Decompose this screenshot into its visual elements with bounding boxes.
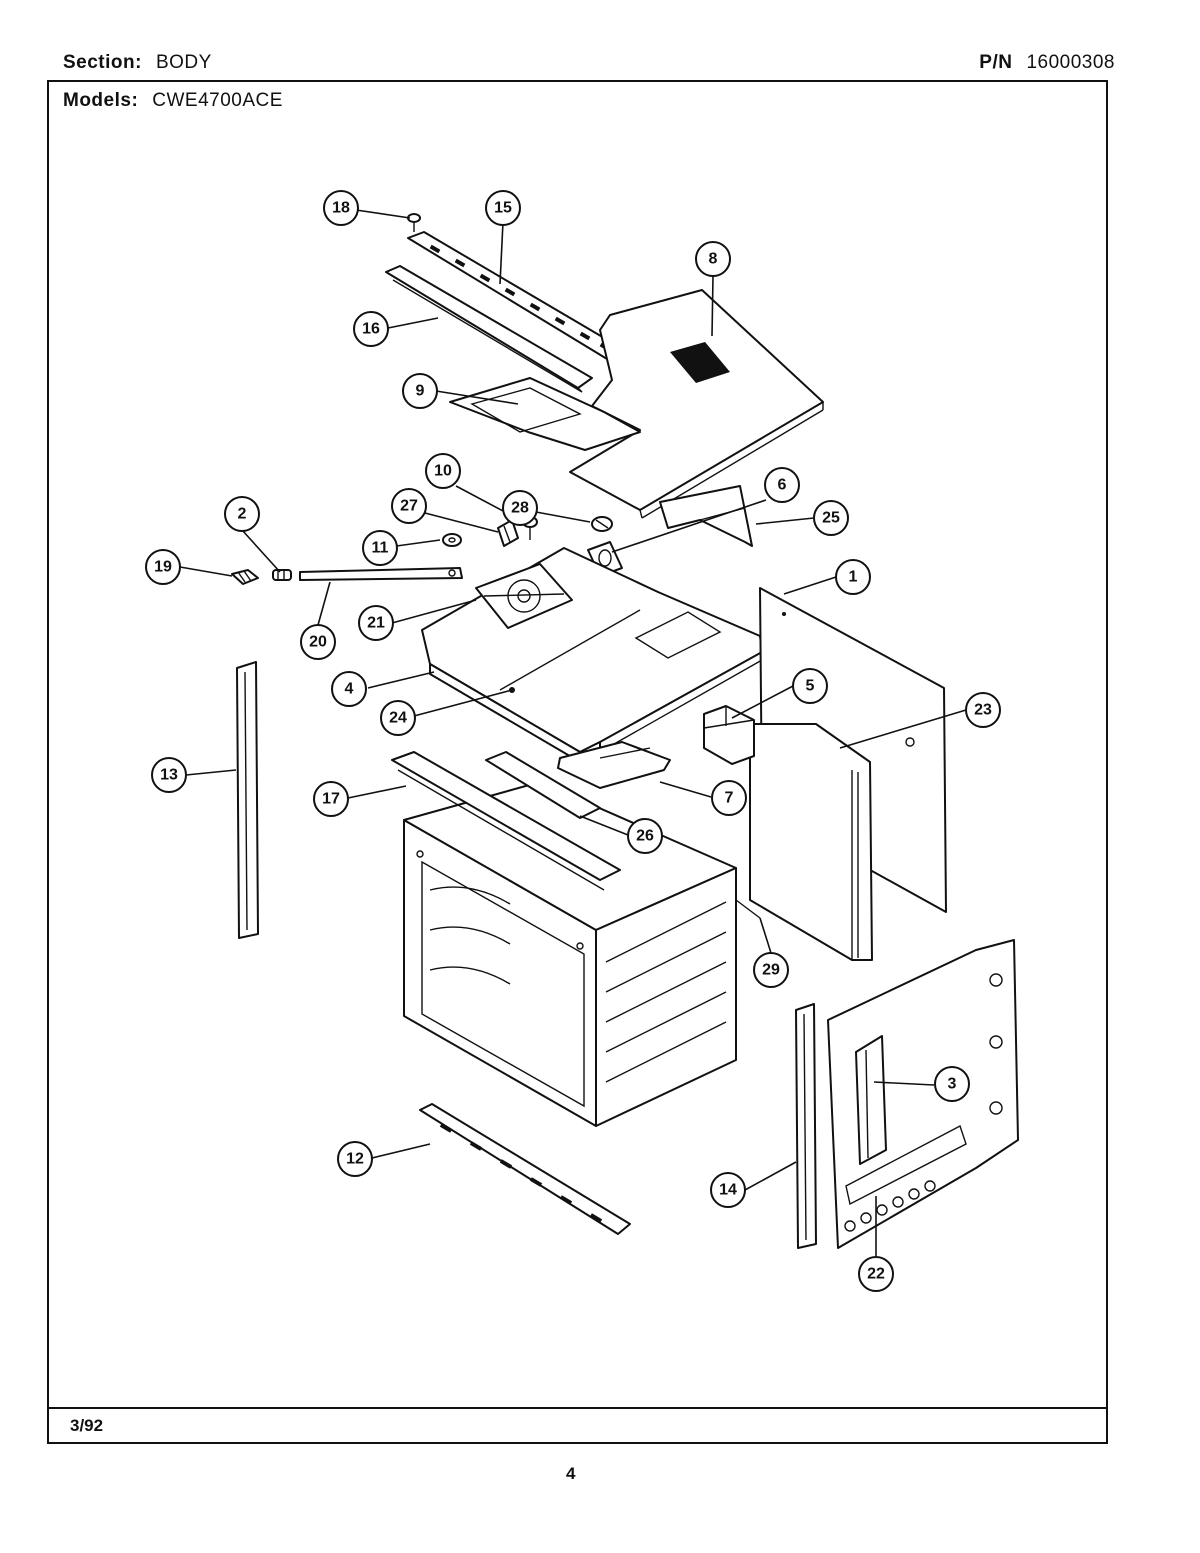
svg-text:29: 29: [762, 962, 780, 979]
svg-text:3: 3: [948, 1076, 957, 1093]
svg-text:26: 26: [636, 828, 654, 845]
part-8-top-panel: [569, 289, 824, 519]
svg-text:13: 13: [160, 767, 178, 784]
callout-15: 15: [485, 190, 521, 226]
part-27-clip: [497, 519, 519, 547]
svg-text:5: 5: [806, 678, 815, 695]
svg-text:23: 23: [974, 702, 992, 719]
part-25-bracket: [659, 485, 753, 547]
svg-text:4: 4: [345, 681, 354, 698]
svg-text:1: 1: [849, 569, 858, 586]
callout-27: 27: [391, 488, 427, 524]
section-label: Section:: [63, 52, 142, 73]
part-11-washer: [442, 533, 462, 547]
callout-10: 10: [425, 453, 461, 489]
part-20-shaft: [299, 567, 463, 581]
callout-21: 21: [358, 605, 394, 641]
callout-13: 13: [151, 757, 187, 793]
callout-8: 8: [695, 241, 731, 277]
callout-25: 25: [813, 500, 849, 536]
callout-bubbles: 18 15 8 16 9 10 28 27 6 25 2 11 19 1 21 …: [145, 190, 1001, 1292]
svg-text:28: 28: [511, 500, 529, 517]
callout-5: 5: [792, 668, 828, 704]
revision-date: 3/92: [70, 1416, 104, 1435]
pn-label: P/N: [979, 52, 1013, 73]
svg-text:21: 21: [367, 615, 385, 632]
part-23-insulation-panel: [749, 723, 873, 961]
svg-text:16: 16: [362, 321, 380, 338]
callout-1: 1: [835, 559, 871, 595]
callout-18: 18: [323, 190, 359, 226]
part-14-side-trim: [795, 1003, 817, 1249]
svg-text:22: 22: [867, 1266, 885, 1283]
part-3-bracket: [855, 1035, 887, 1165]
part-7-bracket: [557, 741, 671, 789]
svg-text:2: 2: [238, 506, 247, 523]
part-13-side-trim: [236, 661, 259, 939]
svg-text:27: 27: [400, 498, 418, 515]
callout-9: 9: [402, 373, 438, 409]
footer-divider: [47, 1407, 1108, 1409]
page-number: 4: [566, 1464, 576, 1483]
svg-text:14: 14: [719, 1182, 737, 1199]
part-12-bottom-trim: [419, 1103, 631, 1235]
part-28-terminal: [591, 516, 613, 532]
callout-2: 2: [224, 496, 260, 532]
models-value: CWE4700ACE: [152, 90, 283, 111]
oven-cavity: [403, 781, 737, 1127]
svg-text:6: 6: [778, 477, 787, 494]
svg-text:18: 18: [332, 200, 350, 217]
callout-12: 12: [337, 1141, 373, 1177]
callout-28: 28: [502, 490, 538, 526]
part-22-side-bracket-panel: [827, 939, 1019, 1249]
section-value: BODY: [155, 52, 212, 73]
svg-text:25: 25: [822, 510, 840, 527]
callout-14: 14: [710, 1172, 746, 1208]
callout-11: 11: [362, 530, 398, 566]
svg-text:17: 17: [322, 791, 340, 808]
part-5-terminal-block: [703, 705, 755, 765]
callout-29: 29: [753, 952, 789, 988]
callout-22: 22: [858, 1256, 894, 1292]
part-26-bracket: [485, 751, 601, 819]
svg-text:15: 15: [494, 200, 512, 217]
part-19-knob: [231, 569, 259, 585]
callout-7: 7: [711, 780, 747, 816]
callout-26: 26: [627, 818, 663, 854]
section-heading: Section: BODY: [63, 52, 212, 74]
svg-text:10: 10: [434, 463, 452, 480]
diagram-frame: [47, 80, 1108, 1444]
models-label: Models:: [63, 90, 139, 111]
callout-16: 16: [353, 311, 389, 347]
svg-text:7: 7: [725, 790, 734, 807]
pn-value: 16000308: [1026, 52, 1115, 73]
svg-text:20: 20: [309, 634, 327, 651]
part-17-front-frame-top: [391, 751, 621, 891]
callout-19: 19: [145, 549, 181, 585]
part-16-vent-channel: [385, 265, 593, 393]
callout-4: 4: [331, 671, 367, 707]
callout-20: 20: [300, 624, 336, 660]
svg-text:24: 24: [389, 710, 407, 727]
callout-24: 24: [380, 700, 416, 736]
svg-text:8: 8: [709, 251, 718, 268]
part-number-heading: P/N 16000308: [979, 52, 1115, 74]
callout-3: 3: [934, 1066, 970, 1102]
part-29-side-panel-ref: [735, 899, 761, 919]
part-9-cover-plate: [449, 377, 641, 451]
svg-text:12: 12: [346, 1151, 364, 1168]
part-18-screw: [407, 213, 421, 232]
svg-text:9: 9: [416, 383, 425, 400]
svg-text:11: 11: [372, 540, 389, 557]
callout-6: 6: [764, 467, 800, 503]
callout-23: 23: [965, 692, 1001, 728]
callout-17: 17: [313, 781, 349, 817]
svg-text:19: 19: [154, 559, 172, 576]
part-21-fan-assembly: [475, 563, 573, 629]
part-2-spring: [272, 569, 292, 581]
models-heading: Models: CWE4700ACE: [63, 90, 283, 112]
